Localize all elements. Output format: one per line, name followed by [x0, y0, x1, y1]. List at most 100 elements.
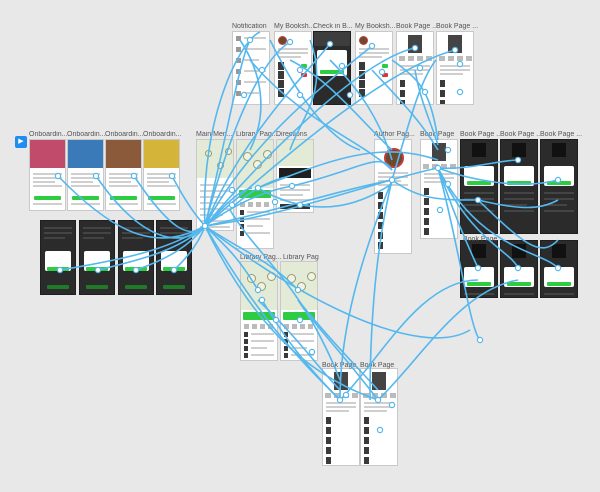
book-thumb[interactable] — [424, 198, 429, 205]
artboard-label[interactable]: Book Page ... — [540, 131, 582, 138]
tab-icon[interactable] — [268, 324, 273, 329]
book-thumb[interactable] — [378, 222, 383, 229]
book-thumb[interactable] — [424, 188, 429, 195]
tab-icon[interactable] — [260, 324, 265, 329]
notification-icon[interactable] — [236, 47, 241, 52]
artboard-book-page-bottom-2[interactable] — [360, 368, 398, 466]
artboard-onboarding-dark-1[interactable] — [40, 220, 76, 295]
book-thumb[interactable] — [326, 417, 331, 424]
book-thumb[interactable] — [244, 332, 248, 337]
tab-icon[interactable] — [334, 393, 340, 398]
book-thumb[interactable] — [326, 457, 331, 464]
artboard-label[interactable]: Onboardin... — [105, 131, 144, 138]
book-thumb[interactable] — [359, 71, 365, 79]
notification-icon[interactable] — [236, 69, 241, 74]
book-thumb[interactable] — [284, 339, 288, 344]
book-thumb[interactable] — [424, 228, 429, 235]
artboard-book-page-mid-2[interactable] — [460, 139, 498, 234]
book-thumb[interactable] — [364, 427, 369, 434]
modal-button[interactable] — [547, 181, 571, 185]
artboard-onboarding-dark-2[interactable] — [79, 220, 115, 295]
map-pin-icon[interactable] — [247, 274, 256, 283]
artboard-label[interactable]: Library Pag... — [240, 254, 282, 261]
tab-icon[interactable] — [308, 324, 313, 329]
artboard-onboarding-4[interactable] — [143, 139, 180, 211]
notification-icon[interactable] — [236, 91, 241, 96]
artboard-directions[interactable] — [276, 139, 314, 213]
book-thumb[interactable] — [284, 332, 288, 337]
artboard-author-page[interactable] — [374, 139, 412, 254]
tab-icon[interactable] — [248, 202, 253, 207]
map-pin-icon[interactable] — [287, 274, 296, 283]
book-thumb[interactable] — [278, 89, 284, 97]
library-card[interactable] — [239, 190, 271, 198]
book-thumb[interactable] — [440, 100, 445, 104]
book-thumb[interactable] — [424, 208, 429, 215]
map-pin-icon[interactable] — [307, 272, 316, 281]
map-view[interactable] — [277, 140, 313, 166]
continue-button[interactable] — [34, 196, 61, 200]
artboard-book-page-low-1[interactable] — [460, 240, 498, 298]
book-thumb[interactable] — [400, 90, 405, 97]
tab-icon[interactable] — [448, 56, 454, 61]
notification-icon[interactable] — [236, 80, 241, 85]
tab-icon[interactable] — [264, 202, 269, 207]
artboard-label[interactable]: Check in B... — [313, 23, 353, 30]
book-thumb[interactable] — [244, 339, 248, 344]
map-pin-icon[interactable] — [217, 162, 224, 169]
book-thumb[interactable] — [378, 242, 383, 249]
continue-button[interactable] — [72, 196, 99, 200]
book-thumb[interactable] — [378, 212, 383, 219]
tab-icon[interactable] — [439, 56, 445, 61]
artboard-library-page-3[interactable] — [280, 261, 318, 361]
tab-icon[interactable] — [390, 393, 396, 398]
artboard-label[interactable]: My Booksh... — [274, 23, 315, 30]
book-thumb[interactable] — [424, 218, 429, 225]
book-thumb[interactable] — [278, 80, 284, 88]
artboard-book-page-low-3[interactable] — [540, 240, 578, 298]
tab-icon[interactable] — [423, 164, 429, 169]
tab-icon[interactable] — [381, 393, 387, 398]
artboard-label[interactable]: Author Pag... — [374, 131, 415, 138]
modal-button[interactable] — [467, 282, 491, 286]
notification-icon[interactable] — [236, 36, 241, 41]
artboard-notification[interactable] — [232, 31, 270, 105]
modal-button[interactable] — [47, 267, 69, 271]
footer-button[interactable] — [125, 285, 147, 289]
artboard-label[interactable]: Notification — [232, 23, 267, 30]
modal-button[interactable] — [467, 181, 491, 185]
notification-icon[interactable] — [236, 58, 241, 63]
book-thumb[interactable] — [278, 62, 284, 70]
tab-icon[interactable] — [441, 164, 447, 169]
artboard-my-bookshelf-1[interactable] — [274, 31, 312, 105]
play-icon[interactable]: ▶ — [15, 136, 27, 148]
artboard-label[interactable]: Library Pag — [283, 254, 319, 261]
map-view[interactable] — [281, 262, 317, 310]
modal-button[interactable] — [163, 267, 185, 271]
book-thumb[interactable] — [364, 417, 369, 424]
artboard-book-page-bottom-1[interactable] — [322, 368, 360, 466]
book-thumb[interactable] — [359, 80, 365, 88]
map-pin-icon[interactable] — [297, 282, 306, 291]
book-thumb[interactable] — [240, 217, 244, 222]
book-thumb[interactable] — [240, 210, 244, 215]
artboard-label[interactable]: Book Page ... — [460, 131, 502, 138]
artboard-book-page-top-1[interactable] — [396, 31, 434, 105]
tab-icon[interactable] — [240, 202, 245, 207]
map-pin-icon[interactable] — [205, 150, 212, 157]
tab-icon[interactable] — [252, 324, 257, 329]
check-in-button[interactable] — [320, 70, 344, 74]
book-thumb[interactable] — [278, 71, 284, 79]
book-thumb[interactable] — [400, 80, 405, 87]
modal-button[interactable] — [86, 267, 108, 271]
library-card[interactable] — [283, 312, 315, 320]
artboard-label[interactable]: Book Page ... — [436, 23, 478, 30]
book-thumb[interactable] — [284, 353, 288, 358]
map-pin-icon[interactable] — [243, 152, 252, 161]
artboard-label[interactable]: Book Page — [463, 236, 498, 243]
tab-icon[interactable] — [432, 164, 438, 169]
continue-button[interactable] — [148, 196, 175, 200]
artboard-label[interactable]: Main Men... — [196, 131, 233, 138]
tab-icon[interactable] — [417, 56, 423, 61]
tab-icon[interactable] — [352, 393, 358, 398]
